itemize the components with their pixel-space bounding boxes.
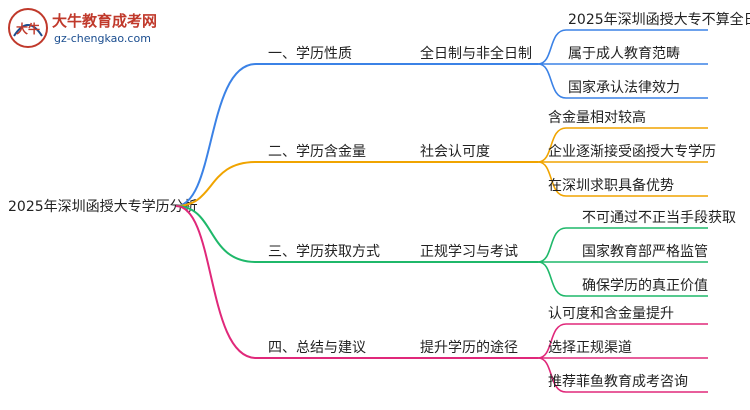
root-node: 2025年深圳函授大专学历分析 [8,199,198,215]
branch-2-connector [175,161,380,207]
branch-3-connector [175,205,380,263]
logo-title: 大牛教育成考网 [52,12,158,30]
branch-1-sub-label: 全日制与非全日制 [420,45,532,62]
branch-4-connector [175,205,380,359]
site-logo[interactable]: 大牛 大牛教育成考网 gz-chengkao.com [6,6,176,52]
svg-text:大牛: 大牛 [16,21,40,36]
branch-4-label: 四、总结与建议 [268,340,366,356]
branch-2-leaf-1-connector [537,127,708,163]
branch-1-connector [175,63,380,207]
branch-1-leaf-2: 属于成人教育范畴 [568,45,680,62]
logo-mark-icon: 大牛 [8,8,48,48]
branch-2-leaf-3-connector [537,161,708,197]
branch-2-label: 二、学历含金量 [268,144,366,160]
branch-3-leaf-1-connector [537,227,708,263]
branch-1-leaf-1-connector [537,29,708,65]
branch-4-leaf-3: 推荐菲鱼教育成考咨询 [548,373,688,390]
branch-3-leaf-2: 国家教育部严格监管 [582,243,708,260]
branch-1-leaf-1: 2025年深圳函授大专不算全日制 [568,11,750,28]
branch-1-leaf-3-connector [537,63,708,99]
branch-4-leaf-3-connector [537,357,708,393]
branch-4-leaf-1-connector [537,323,708,359]
branch-3-leaf-1: 不可通过不正当手段获取 [582,210,736,226]
branch-4-leaf-1: 认可度和含金量提升 [548,306,674,322]
branch-2-leaf-1: 含金量相对较高 [548,109,646,126]
logo-url: gz-chengkao.com [54,32,151,45]
branch-3-label: 三、学历获取方式 [268,244,380,260]
branch-4-leaf-2: 选择正规渠道 [548,340,632,356]
branch-2-leaf-3: 在深圳求职具备优势 [548,177,674,194]
branch-2-sub-label: 社会认可度 [420,144,490,160]
branch-3-leaf-3: 确保学历的真正价值 [582,278,708,294]
branch-1-leaf-3: 国家承认法律效力 [568,79,680,96]
branch-3-leaf-3-connector [537,261,708,297]
branch-3-sub-label: 正规学习与考试 [420,244,518,260]
branch-1-label: 一、学历性质 [268,46,352,62]
branch-2-leaf-2: 企业逐渐接受函授大专学历 [548,143,716,160]
branch-4-sub-label: 提升学历的途径 [420,339,518,356]
